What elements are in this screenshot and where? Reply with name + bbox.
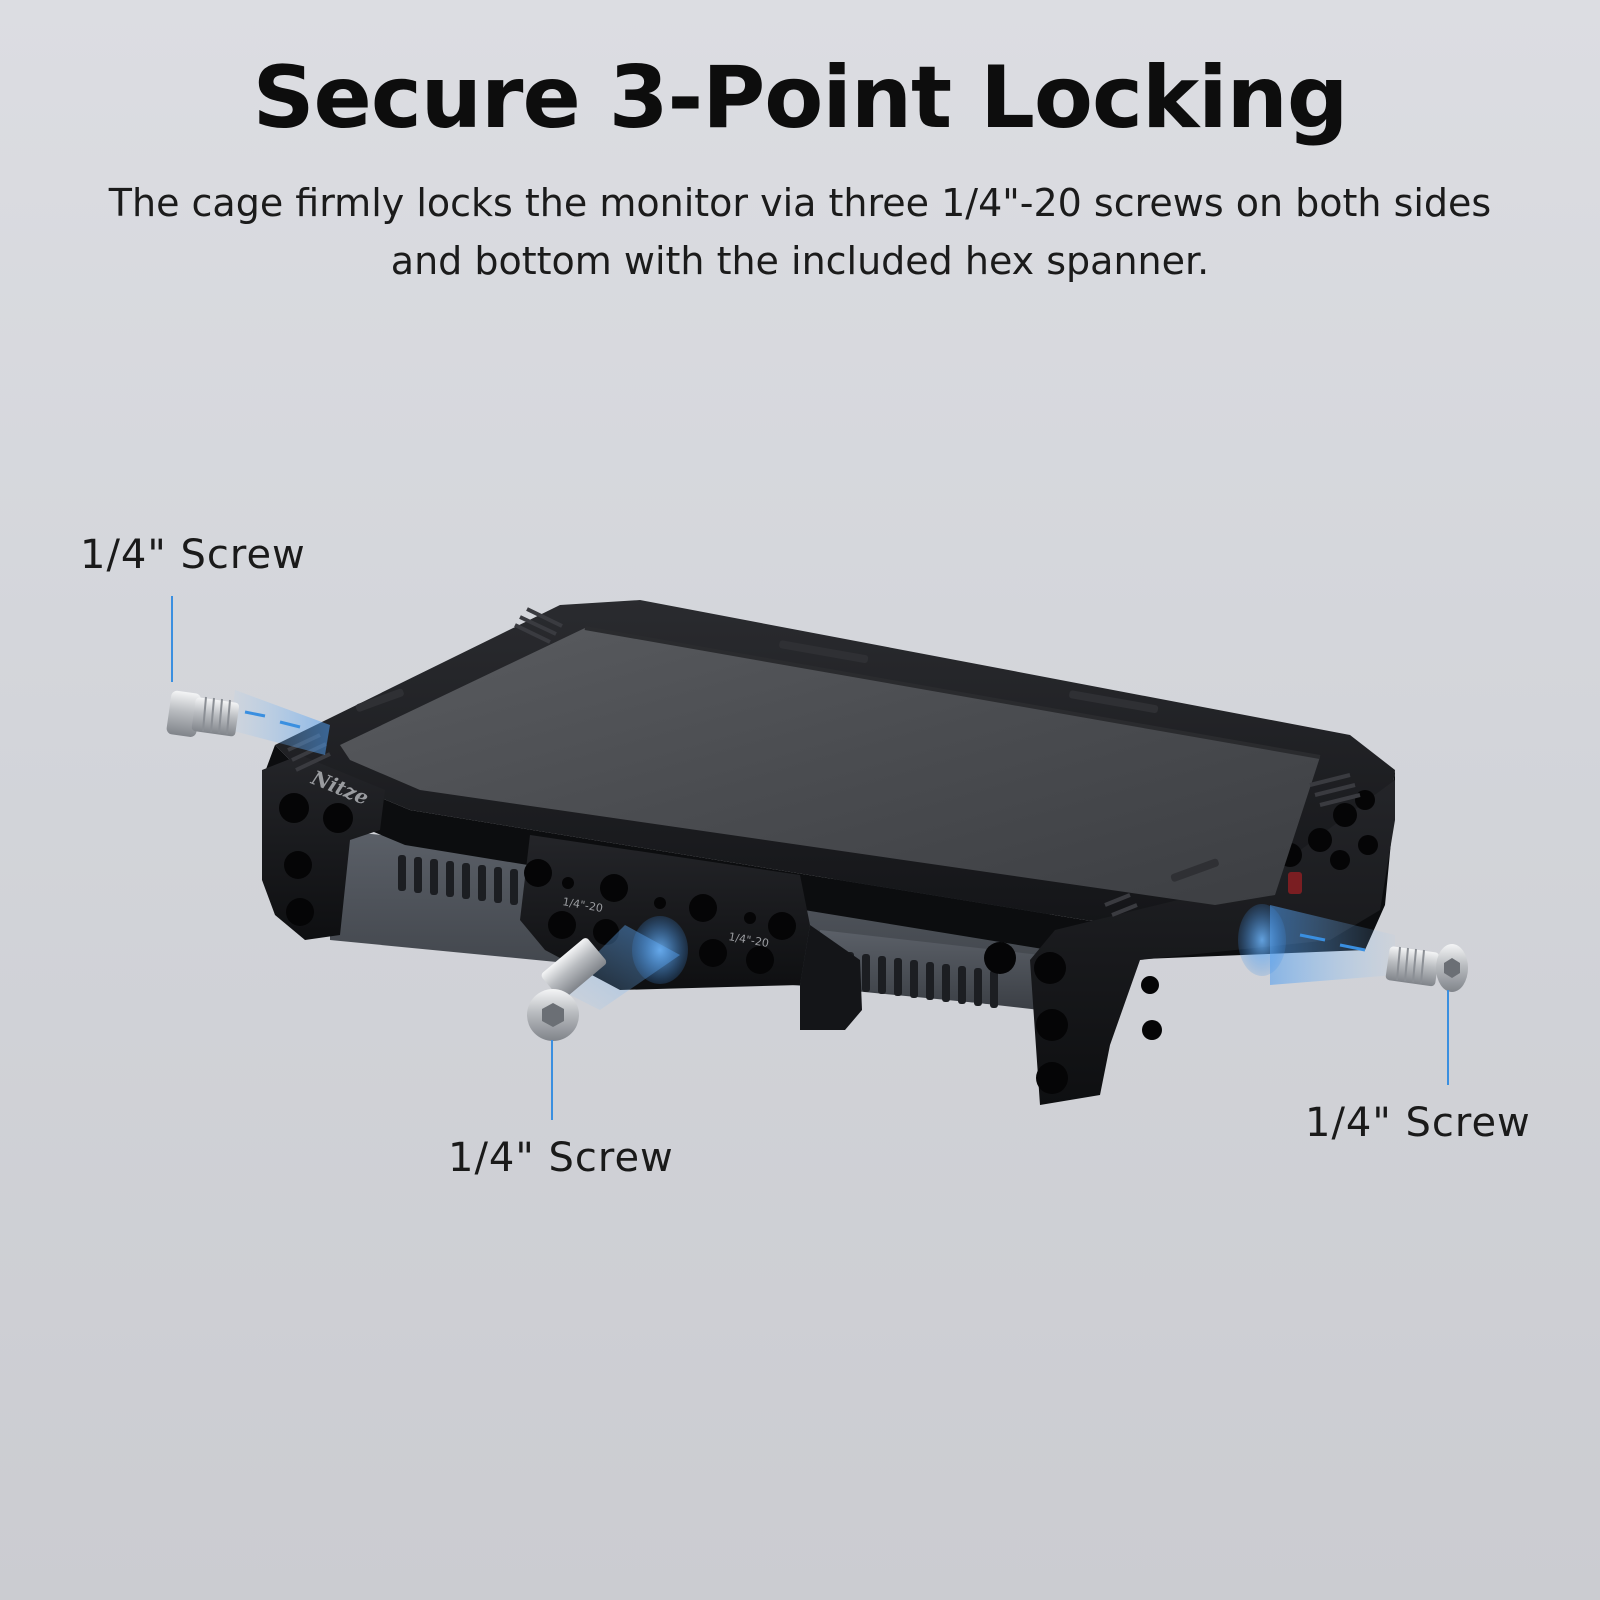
screw-right (1385, 944, 1468, 992)
cage-top-notches (355, 640, 1219, 882)
subtitle-line-1: The cage firmly locks the monitor via th… (108, 181, 1492, 225)
screw-path-right (1238, 904, 1395, 985)
page-subtitle: The cage firmly locks the monitor via th… (100, 174, 1500, 290)
screw-path-left (230, 690, 330, 755)
monitor-screen (340, 626, 1321, 905)
screw-left (166, 690, 240, 737)
screw-path-bottom (560, 916, 688, 1010)
callout-leader-lines (171, 596, 1449, 1120)
screw-bottom (527, 938, 607, 1041)
vent-slots-left (398, 855, 518, 905)
cage-corner-grips (287, 607, 1361, 917)
callout-right-screw: 1/4" Screw (1305, 1100, 1531, 1146)
cage-left-leg (262, 755, 385, 940)
subtitle-line-2: and bottom with the included hex spanner… (390, 239, 1210, 283)
page-title: Secure 3-Point Locking (252, 48, 1349, 148)
callout-left-screw: 1/4" Screw (80, 532, 306, 578)
callout-bottom-screw: 1/4" Screw (448, 1135, 674, 1181)
